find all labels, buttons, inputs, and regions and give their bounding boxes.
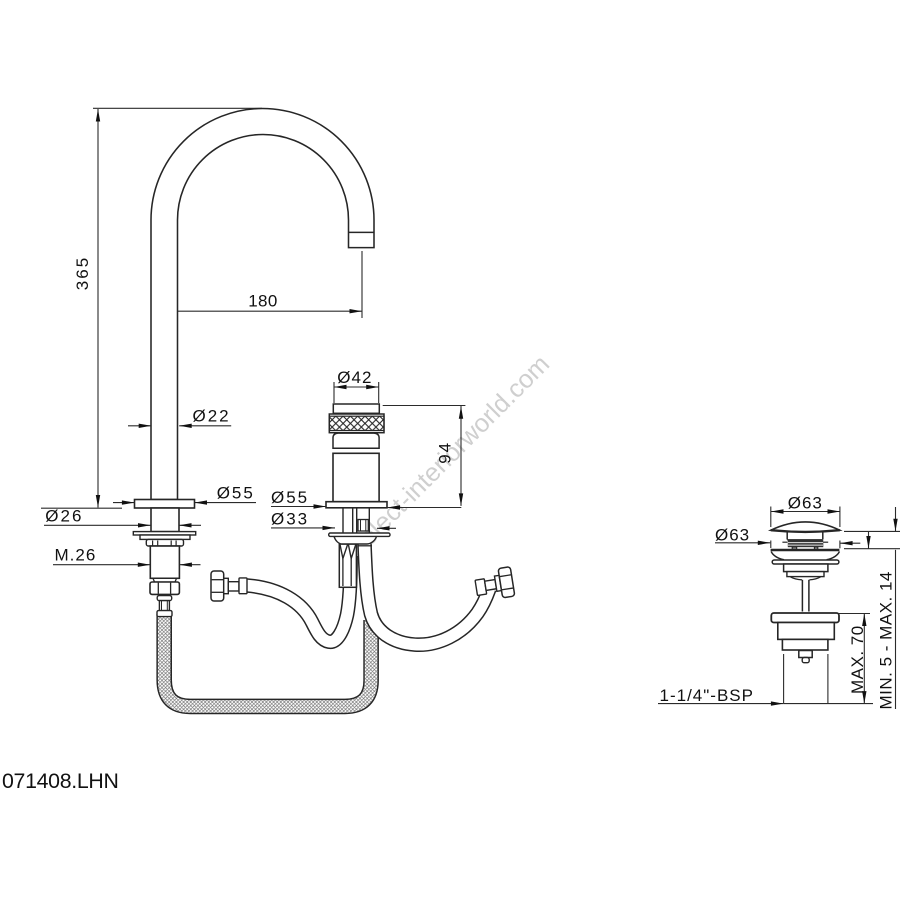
svg-text:Ø63: Ø63 [788, 493, 823, 512]
svg-text:Ø42: Ø42 [337, 368, 372, 387]
svg-text:180: 180 [248, 292, 278, 311]
svg-text:1-1/4"-BSP: 1-1/4"-BSP [660, 686, 754, 705]
svg-text:MIN. 5 - MAX. 14: MIN. 5 - MAX. 14 [877, 571, 896, 709]
svg-text:M.26: M.26 [55, 546, 97, 565]
svg-text:94: 94 [436, 441, 455, 464]
svg-text:Ø22: Ø22 [193, 407, 231, 426]
svg-text:Ø55: Ø55 [217, 484, 255, 503]
svg-text:Ø26: Ø26 [45, 506, 83, 525]
svg-text:Ø63: Ø63 [715, 525, 750, 544]
svg-text:Ø55: Ø55 [271, 488, 309, 507]
svg-text:365: 365 [73, 256, 92, 290]
svg-text:Ø33: Ø33 [271, 510, 309, 529]
svg-text:MAX. 70: MAX. 70 [848, 625, 867, 694]
svg-text:071408.LHN: 071408.LHN [2, 769, 119, 793]
